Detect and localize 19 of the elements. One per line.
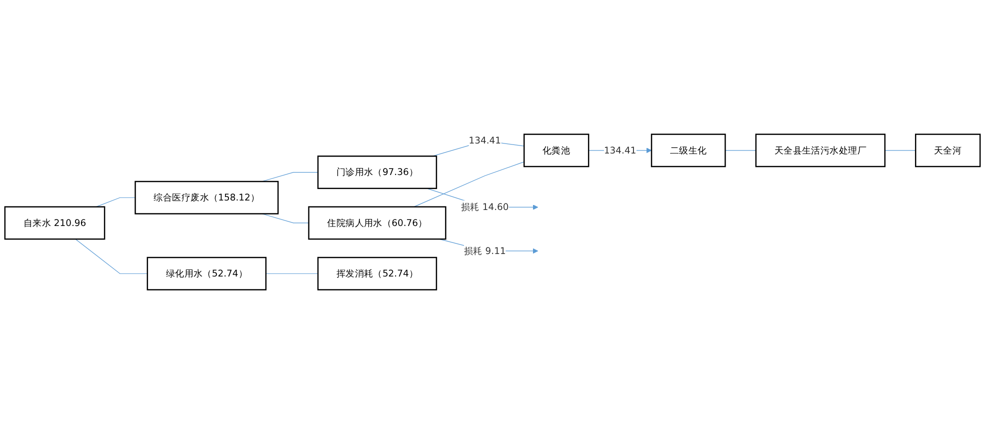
node-box: 自来水 210.96 [4,206,106,240]
connector [75,238,148,274]
node-box: 天全县生活污水处理厂 [755,133,886,167]
edge-label: 损耗 9.11 [464,244,506,256]
connector [262,213,310,223]
edge-label: 损耗 14.60 [461,201,509,212]
connector [96,197,136,207]
node-box: 门诊用水（97.36） [317,155,438,189]
edge-label: 134.41 [468,134,502,146]
node-box: 化粪池 [524,133,590,167]
connector [266,272,318,274]
node-box: 挥发消耗（52.74） [317,256,438,290]
node-box: 天全河 [915,133,981,167]
edge-label: 134.41 [604,144,636,156]
connector [414,161,524,207]
node-box: 二级生化 [650,133,726,167]
node-box: 综合医疗废水（158.12） [134,180,279,214]
node-box: 绿化用水（52.74） [146,256,267,290]
node-box: 住院病人用水（60.76） [308,206,446,240]
